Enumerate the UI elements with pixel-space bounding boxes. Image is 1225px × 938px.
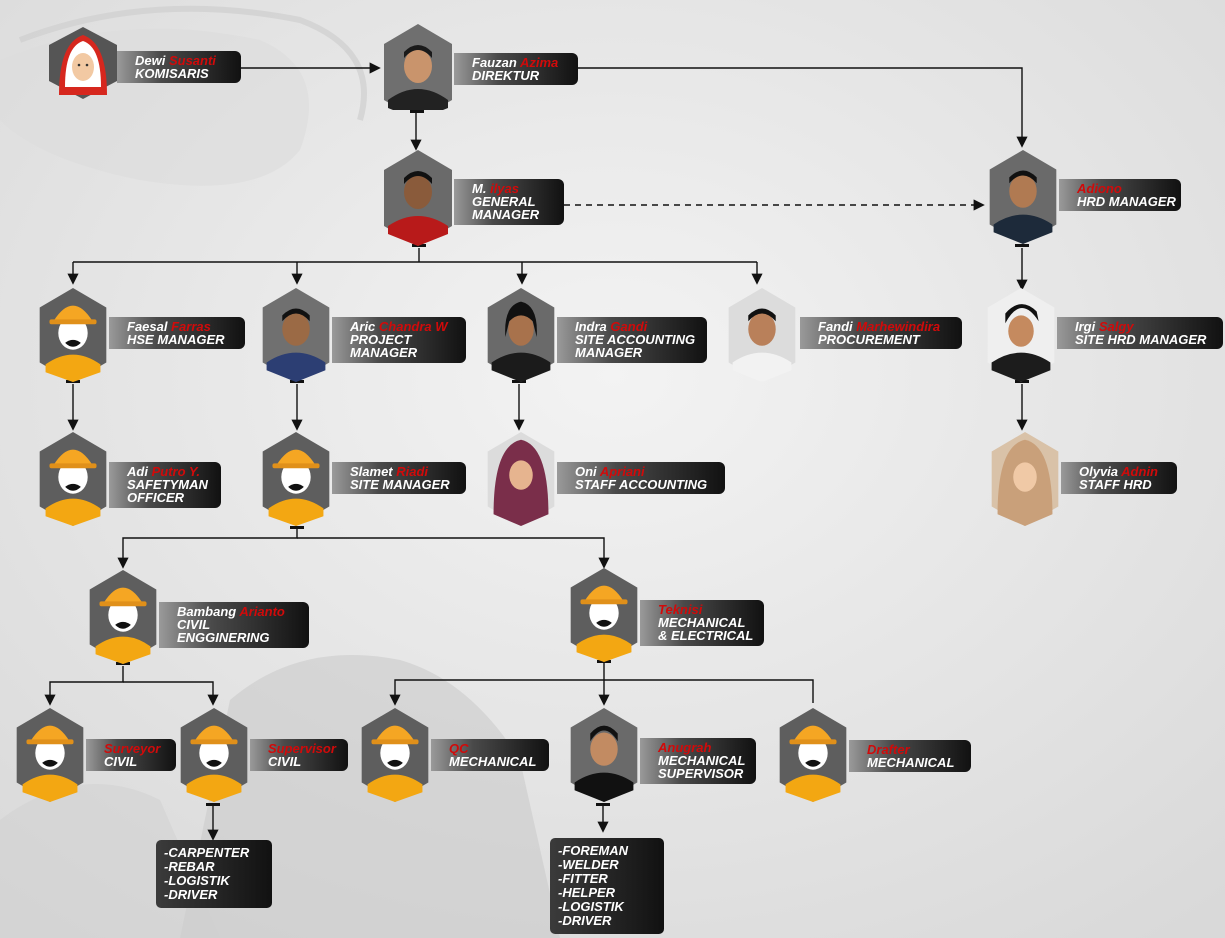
photo-man [570, 707, 638, 803]
role-title: PROCUREMENT [818, 332, 920, 347]
first-name: Aric [350, 319, 376, 334]
role-title: MECHANICAL [658, 753, 746, 768]
role-title-2: SUPERVISOR [658, 766, 744, 781]
last-name: QC [449, 741, 469, 756]
photo-man [384, 150, 452, 246]
role-title: HSE MANAGER [127, 332, 225, 347]
role-title: CIVIL [104, 754, 138, 769]
first-name: Fauzan [472, 55, 517, 70]
list-item: -FOREMAN [558, 843, 629, 858]
list-item: -FITTER [558, 871, 608, 886]
last-name: Azima [519, 55, 559, 70]
role-title: PROJECT [350, 332, 412, 347]
role-title: STAFF ACCOUNTING [575, 477, 708, 492]
worker-helmet-icon [262, 431, 330, 527]
role-title-2: ENGGINERING [177, 630, 270, 645]
list-item: -DRIVER [558, 913, 612, 928]
worker-helmet-icon [361, 707, 429, 803]
role-title: SAFETYMAN [127, 477, 208, 492]
first-name: Indra [575, 319, 607, 334]
first-name: Olyvia [1079, 464, 1119, 479]
photo-man [989, 149, 1057, 245]
last-name: Riadi [396, 464, 429, 479]
last-name: ilyas [490, 181, 519, 196]
role-title-2: MANAGER [472, 207, 540, 222]
photo-man [487, 287, 555, 383]
photo-man [262, 287, 330, 383]
worker-helmet-icon [779, 707, 847, 803]
role-title: DIREKTUR [472, 68, 540, 83]
worker-helmet-icon [89, 569, 157, 665]
role-title: SITE HRD MANAGER [1075, 332, 1207, 347]
mechanical-crew-list: -FOREMAN -WELDER -FITTER -HELPER -LOGIST… [550, 838, 664, 934]
role-title: MECHANICAL [658, 615, 746, 630]
first-name: Slamet [350, 464, 393, 479]
first-name: Fandi [818, 319, 853, 334]
first-name: Faesal [127, 319, 168, 334]
photo-man [728, 287, 796, 383]
worker-helmet-icon [39, 431, 107, 527]
photo-man [987, 287, 1055, 383]
role-title-2: MANAGER [575, 345, 643, 360]
photo-woman [487, 431, 555, 527]
role-title: HRD MANAGER [1077, 194, 1176, 209]
last-name: Surveyor [104, 741, 161, 756]
first-name: Irgi [1075, 319, 1096, 334]
last-name: Drafter [867, 742, 910, 757]
worker-helmet-icon [16, 707, 84, 803]
last-name: Farras [171, 319, 211, 334]
first-name: Adi [127, 464, 148, 479]
last-name: Marhewindira [856, 319, 941, 334]
role-title: CIVIL [268, 754, 302, 769]
woman-hijab-icon [49, 27, 117, 99]
photo-woman [991, 431, 1059, 527]
last-name: Chandra W [378, 319, 448, 334]
first-name: Bambang [177, 604, 237, 619]
role-title-2: OFFICER [127, 490, 185, 505]
last-name: Adnin [1121, 464, 1158, 479]
last-name: Salgy [1098, 319, 1134, 334]
role-title-2: & ELECTRICAL [658, 628, 754, 643]
role-title: MECHANICAL [867, 755, 955, 770]
list-item: -DRIVER [164, 887, 218, 902]
last-name: Putro Y. [151, 464, 200, 479]
first-name: Dewi [135, 53, 166, 68]
last-name: Adiono [1077, 181, 1122, 196]
role-title: KOMISARIS [135, 66, 209, 81]
role-title: STAFF HRD [1079, 477, 1152, 492]
role-title: SITE MANAGER [350, 477, 450, 492]
last-name: Supervisor [268, 741, 336, 756]
photo-man [384, 24, 452, 110]
first-name: M. [472, 181, 487, 196]
list-item: -HELPER [558, 885, 616, 900]
role-title: SITE ACCOUNTING [575, 332, 696, 347]
role-title-2: MANAGER [350, 345, 418, 360]
last-name: Arianto [239, 604, 285, 619]
last-name: Apriani [599, 464, 645, 479]
civil-crew-list: -CARPENTER -REBAR -LOGISTIK -DRIVER [156, 840, 272, 908]
role-title: GENERAL [472, 194, 536, 209]
list-item: -LOGISTIK [164, 873, 230, 888]
role-title: MECHANICAL [449, 754, 537, 769]
list-item: -WELDER [558, 857, 619, 872]
first-name: Oni [575, 464, 597, 479]
list-item: -LOGISTIK [558, 899, 624, 914]
worker-helmet-icon [570, 567, 638, 663]
worker-helmet-icon [39, 287, 107, 383]
role-title: CIVIL [177, 617, 211, 632]
last-name: Gandi [610, 319, 648, 334]
worker-helmet-icon [180, 707, 248, 803]
last-name: Teknisi [658, 602, 703, 617]
list-item: -CARPENTER [164, 845, 250, 860]
list-item: -REBAR [164, 859, 215, 874]
last-name: Susanti [168, 53, 216, 68]
last-name: Anugrah [658, 740, 712, 755]
